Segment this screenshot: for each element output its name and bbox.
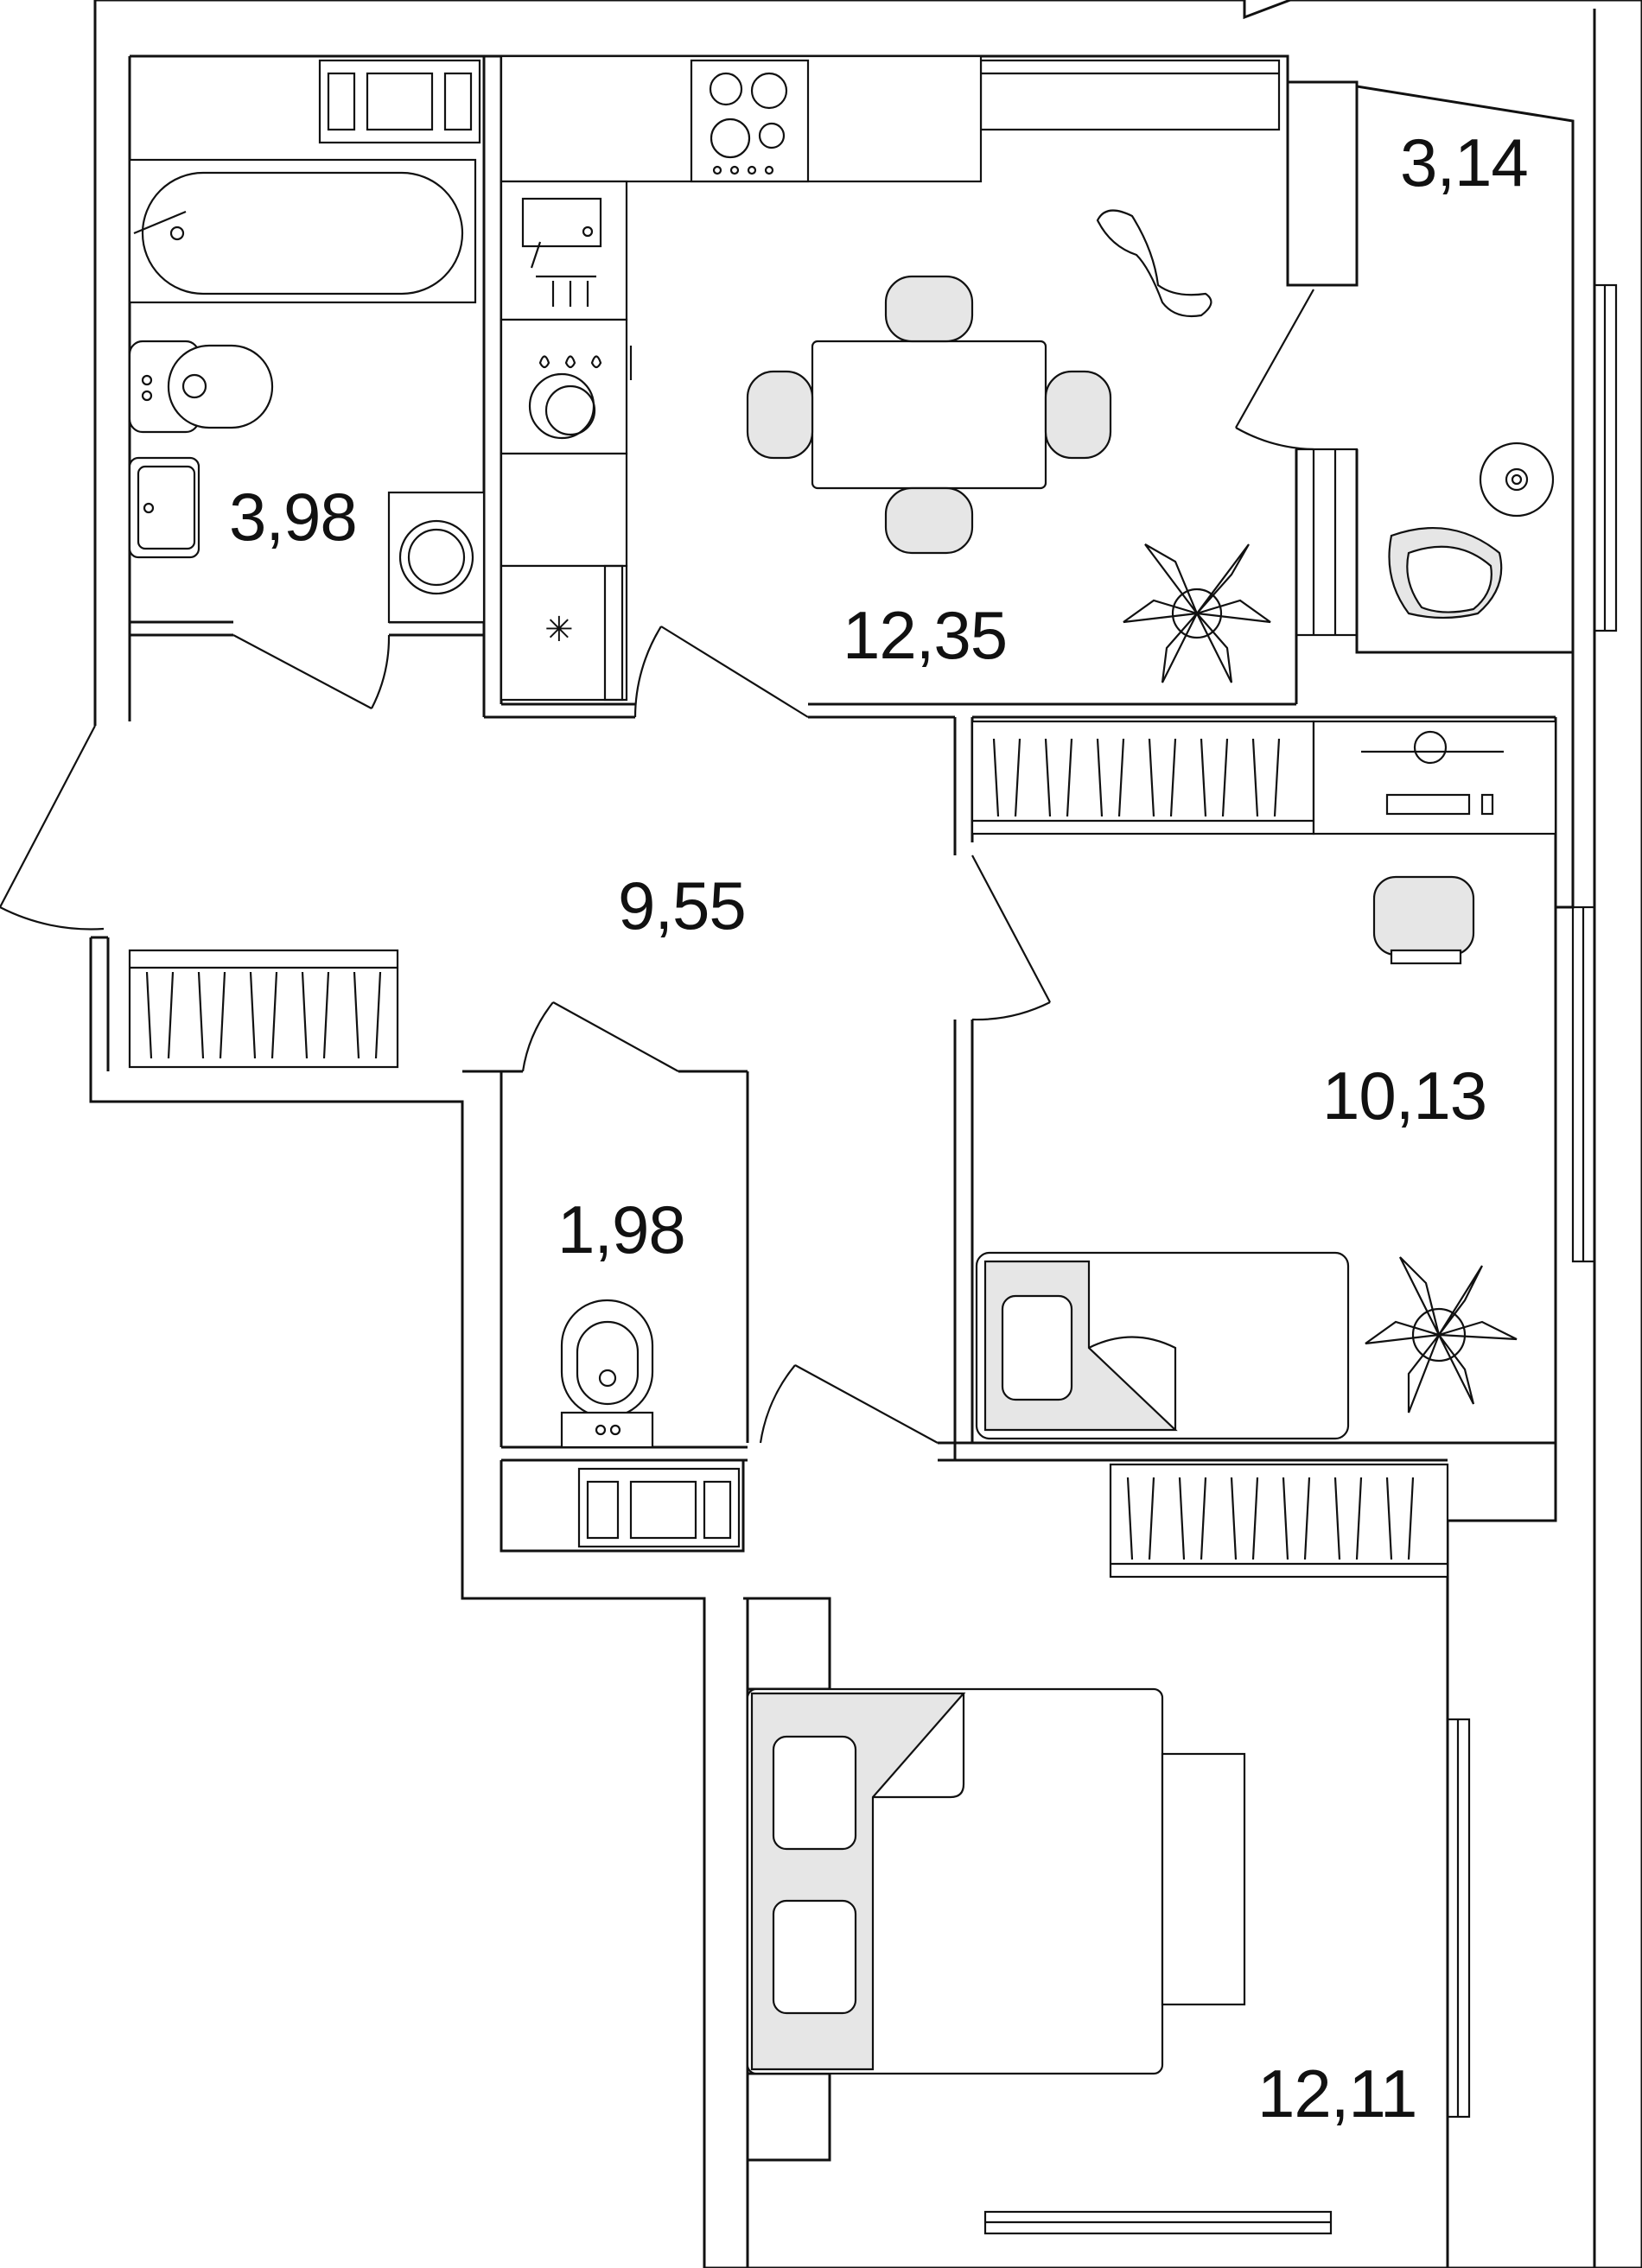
area-label-balcony: 3,14: [1400, 124, 1528, 200]
area-label-toilet: 1,98: [557, 1191, 685, 1267]
area-label-kitchen-dining: 12,35: [843, 597, 1007, 673]
bedroom-small-fixtures: [971, 720, 1557, 1440]
bathroom-fixtures: [128, 59, 486, 624]
area-label-hallway: 9,55: [618, 867, 746, 943]
balcony-fixtures: [1388, 442, 1555, 619]
toilet-fixtures: [560, 1299, 741, 1548]
doors: [0, 289, 1314, 1444]
area-label-bedroom-large: 12,11: [1257, 2055, 1416, 2131]
hallway-wardrobe: [128, 949, 399, 1069]
svg-text:✳: ✳: [544, 610, 574, 650]
kitchen-fixtures: ✳: [500, 54, 1271, 702]
windows: [979, 59, 1618, 2235]
bedroom-small-plant: [1365, 1256, 1518, 1414]
room-labels: 3,98 12,35 3,14 9,55 10,13 1,98 12,11: [229, 124, 1529, 2131]
area-label-bedroom-small: 10,13: [1322, 1058, 1486, 1134]
bedroom-large-fixtures: [746, 1463, 1449, 2075]
area-label-bathroom: 3,98: [229, 479, 357, 555]
kitchen-plant: [1123, 543, 1271, 683]
